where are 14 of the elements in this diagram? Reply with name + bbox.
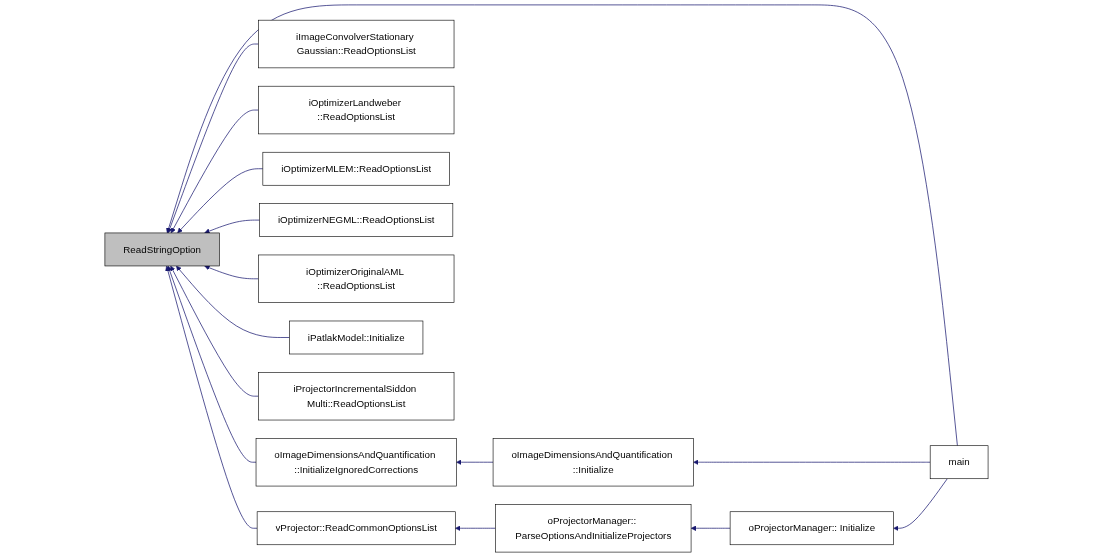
node-box: iImageConvolverStationary Gaussian::ReadOptionsList (258, 19, 455, 69)
node-box: iOptimizerOriginalAML ::ReadOptionsList (258, 254, 455, 303)
node-box: iOptimizerNEGML::ReadOptionsList (259, 203, 454, 237)
node-box: iProjectorIncrementalSiddon Multi::ReadOptionsList (258, 372, 455, 421)
node-box: oProjectorManager:: Initialize (729, 511, 894, 546)
node-box: main (929, 445, 989, 480)
node-box: iPatlakModel::Initialize (289, 320, 424, 355)
node-box: iOptimizerLandweber ::ReadOptionsList (258, 85, 455, 135)
node-box: iOptimizerMLEM::ReadOptionsList (262, 151, 450, 186)
node-box: oImageDimensionsAndQuantification ::InitializeIgnoredCorrections (255, 438, 457, 487)
node-box: oProjectorManager:: ParseOptionsAndInitializeProjectors (495, 504, 692, 553)
node-box: ReadStringOption (104, 232, 220, 267)
node-box: oImageDimensionsAndQuantification ::Initialize (492, 438, 694, 487)
node-box: vProjector::ReadCommonOptionsList (256, 511, 456, 546)
